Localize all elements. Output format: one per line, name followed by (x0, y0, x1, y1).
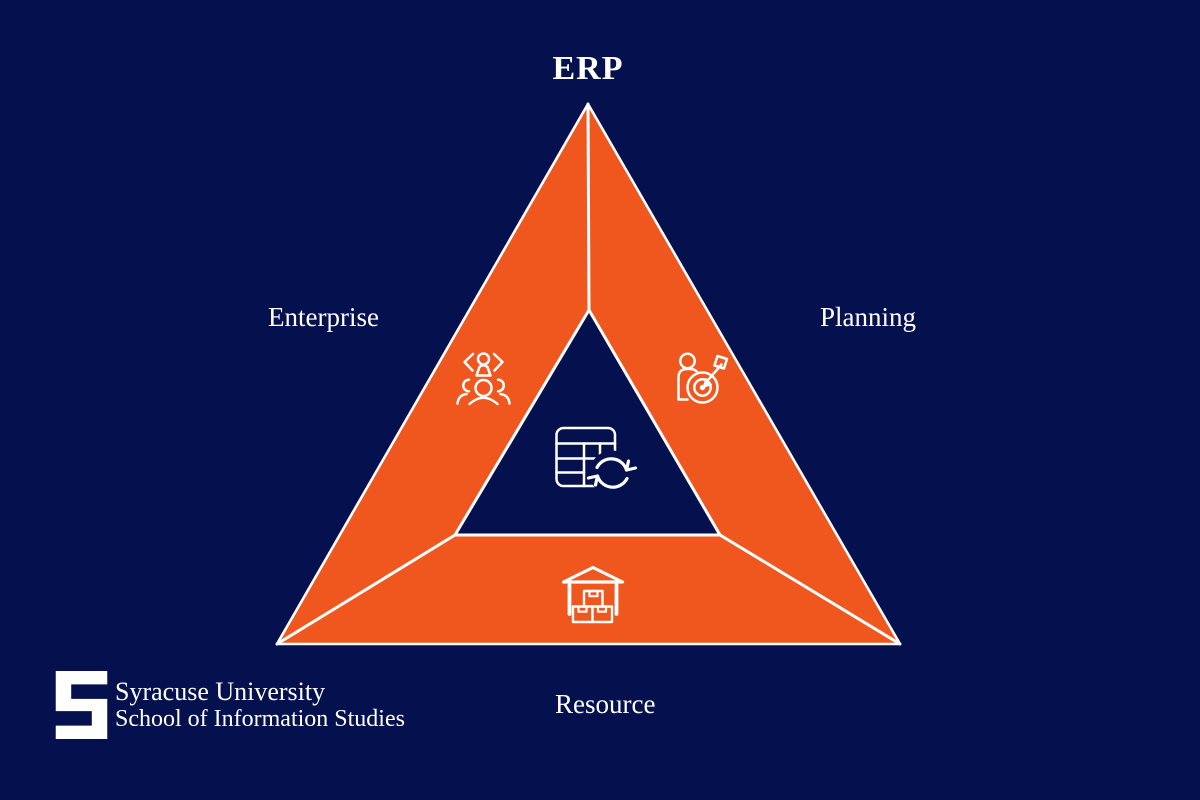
label-enterprise: Enterprise (268, 302, 379, 332)
logo-school: School of Information Studies (115, 706, 405, 732)
logo-institution: Syracuse University (115, 677, 326, 706)
divider-apex (586, 102, 591, 312)
inner-triangle (453, 308, 722, 537)
logo-text: Syracuse University School of Informatio… (115, 677, 405, 733)
divider-bottom-left (275, 533, 457, 646)
warehouse-boxes-icon (561, 565, 625, 624)
syracuse-logo: Syracuse University School of Informatio… (55, 671, 405, 739)
label-planning: Planning (820, 302, 917, 332)
block-s-icon (55, 671, 108, 739)
person-goal-target-icon (677, 352, 729, 404)
diagram-title: ERP (552, 50, 624, 87)
label-resource: Resource (555, 689, 656, 719)
divider-bottom-right (718, 533, 902, 646)
data-table-sync-icon (555, 426, 638, 496)
team-management-icon (456, 352, 511, 406)
